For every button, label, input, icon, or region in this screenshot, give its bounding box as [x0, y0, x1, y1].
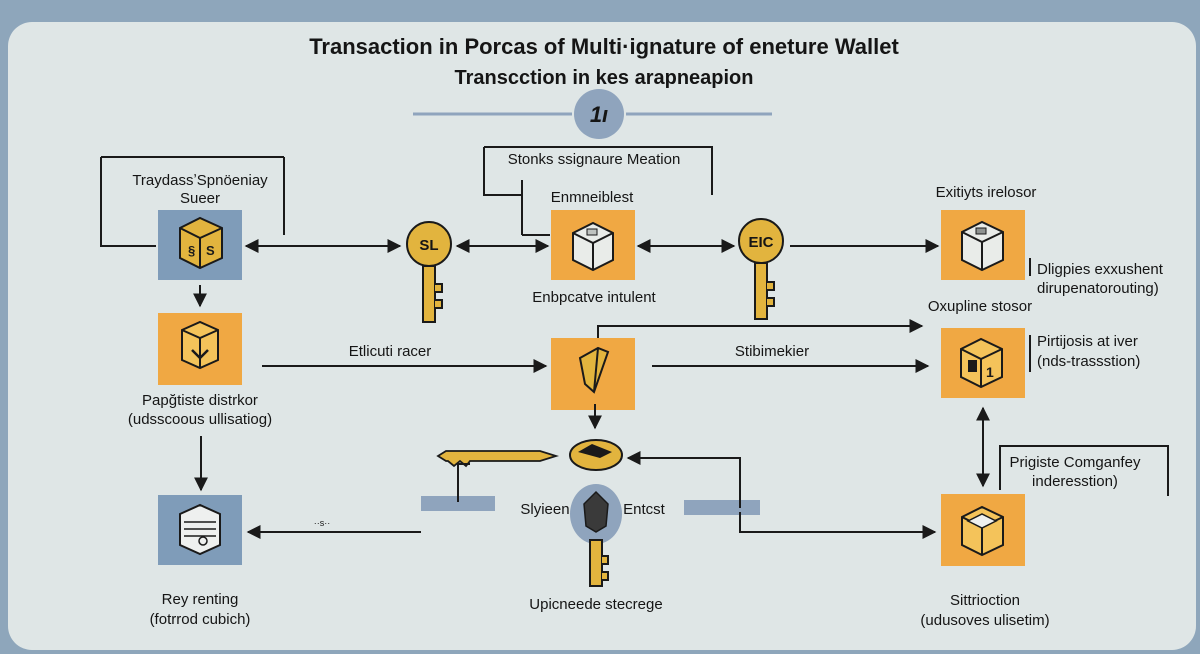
bottom-right-label-bottom-2: (udusoves ulisetim) — [920, 612, 1049, 629]
box-top-right — [941, 210, 1025, 280]
right-mid-label-top: Oxupline stosor — [928, 298, 1032, 315]
cube-icon — [961, 505, 1004, 557]
bottom-right-label-bottom-1: Sittrioction — [950, 592, 1020, 609]
right-mid-label-right-2: (nds-trassstion) — [1037, 353, 1140, 370]
box-top-left-label-1: TraydassʼSpnöeniay — [132, 172, 268, 189]
box-left-mid-label-1: Papğtiste distrkor — [142, 392, 258, 409]
arrow-label-center-right: Stibimekier — [735, 343, 809, 360]
box-left-mid — [158, 313, 242, 385]
cube-icon: § S — [179, 216, 223, 270]
center-top-bracket-label: Stonks ssignaure Meation — [508, 151, 681, 168]
server-icon — [179, 503, 221, 556]
wedge-icon — [578, 346, 610, 394]
box-bottom-left-label-2: (fotrrod cubich) — [150, 611, 251, 628]
bottom-center-left-label: Slyieen — [520, 501, 569, 518]
box-icon — [181, 320, 219, 370]
title-line2: Transcction in kes arapneapion — [455, 67, 754, 89]
box-center-top — [551, 210, 635, 280]
box-center-mid — [551, 338, 635, 410]
bar-left — [421, 496, 495, 511]
bracket-bottom-right — [999, 445, 1169, 496]
bracket-top-left — [100, 157, 156, 247]
center-top-label-bottom: Enbpcatve intulent — [532, 289, 656, 306]
title-line1: Transaction in Porcas of Multi·ignature … — [309, 34, 899, 59]
box-top-left-label-2: Sueer — [180, 190, 220, 207]
right-mid-label-right-1: Pirtijosis at iver — [1037, 333, 1138, 350]
cube-icon — [572, 221, 614, 272]
box-right-mid: 1 — [941, 328, 1025, 398]
box-left-mid-label-2: (udsscoous ullisatiog) — [128, 411, 272, 428]
arrow-label-left-center: Etlicuti racer — [349, 343, 432, 360]
svg-text:S: S — [206, 243, 215, 258]
step-badge: 1ı — [590, 102, 608, 127]
token-icon — [569, 439, 623, 471]
bottom-center-right-label: Entcst — [623, 501, 666, 518]
key-sl-label: SL — [419, 237, 438, 254]
bottom-right-label-top-2: inderesstion) — [1032, 473, 1118, 490]
box-top-left: § S — [158, 210, 242, 280]
svg-text:1: 1 — [986, 364, 994, 380]
title-divider: 1ı — [413, 89, 772, 139]
top-right-label-right-1: Dligpies exxushent — [1037, 261, 1164, 278]
key-eic-label: EIC — [748, 234, 773, 251]
key-sl-icon — [406, 221, 452, 323]
horizontal-key-icon — [436, 450, 560, 468]
shield-key-icon — [570, 484, 622, 587]
bracket-center-top — [483, 146, 713, 196]
svg-text:§: § — [188, 243, 195, 258]
top-right-label-top: Exitiyts irelosor — [936, 184, 1037, 201]
center-top-label-top: Enmneiblest — [551, 189, 634, 206]
key-eic-icon — [738, 218, 784, 320]
connector-lines — [193, 239, 990, 539]
box-bottom-left-label-1: Rey renting — [162, 591, 239, 608]
cube-icon — [961, 220, 1004, 272]
bottom-right-label-top-1: Prigiste Comganfey — [1010, 454, 1141, 471]
bar-right — [684, 500, 760, 515]
cube-number-icon: 1 — [960, 337, 1003, 389]
bottom-center-bottom-label: Upicneede stecrege — [529, 596, 662, 613]
box-bottom-left — [158, 495, 242, 565]
top-right-label-right-2: dirupenatorouting) — [1037, 280, 1159, 297]
small-arrow-mark: ··s·· — [314, 518, 331, 528]
box-bottom-right — [941, 494, 1025, 566]
